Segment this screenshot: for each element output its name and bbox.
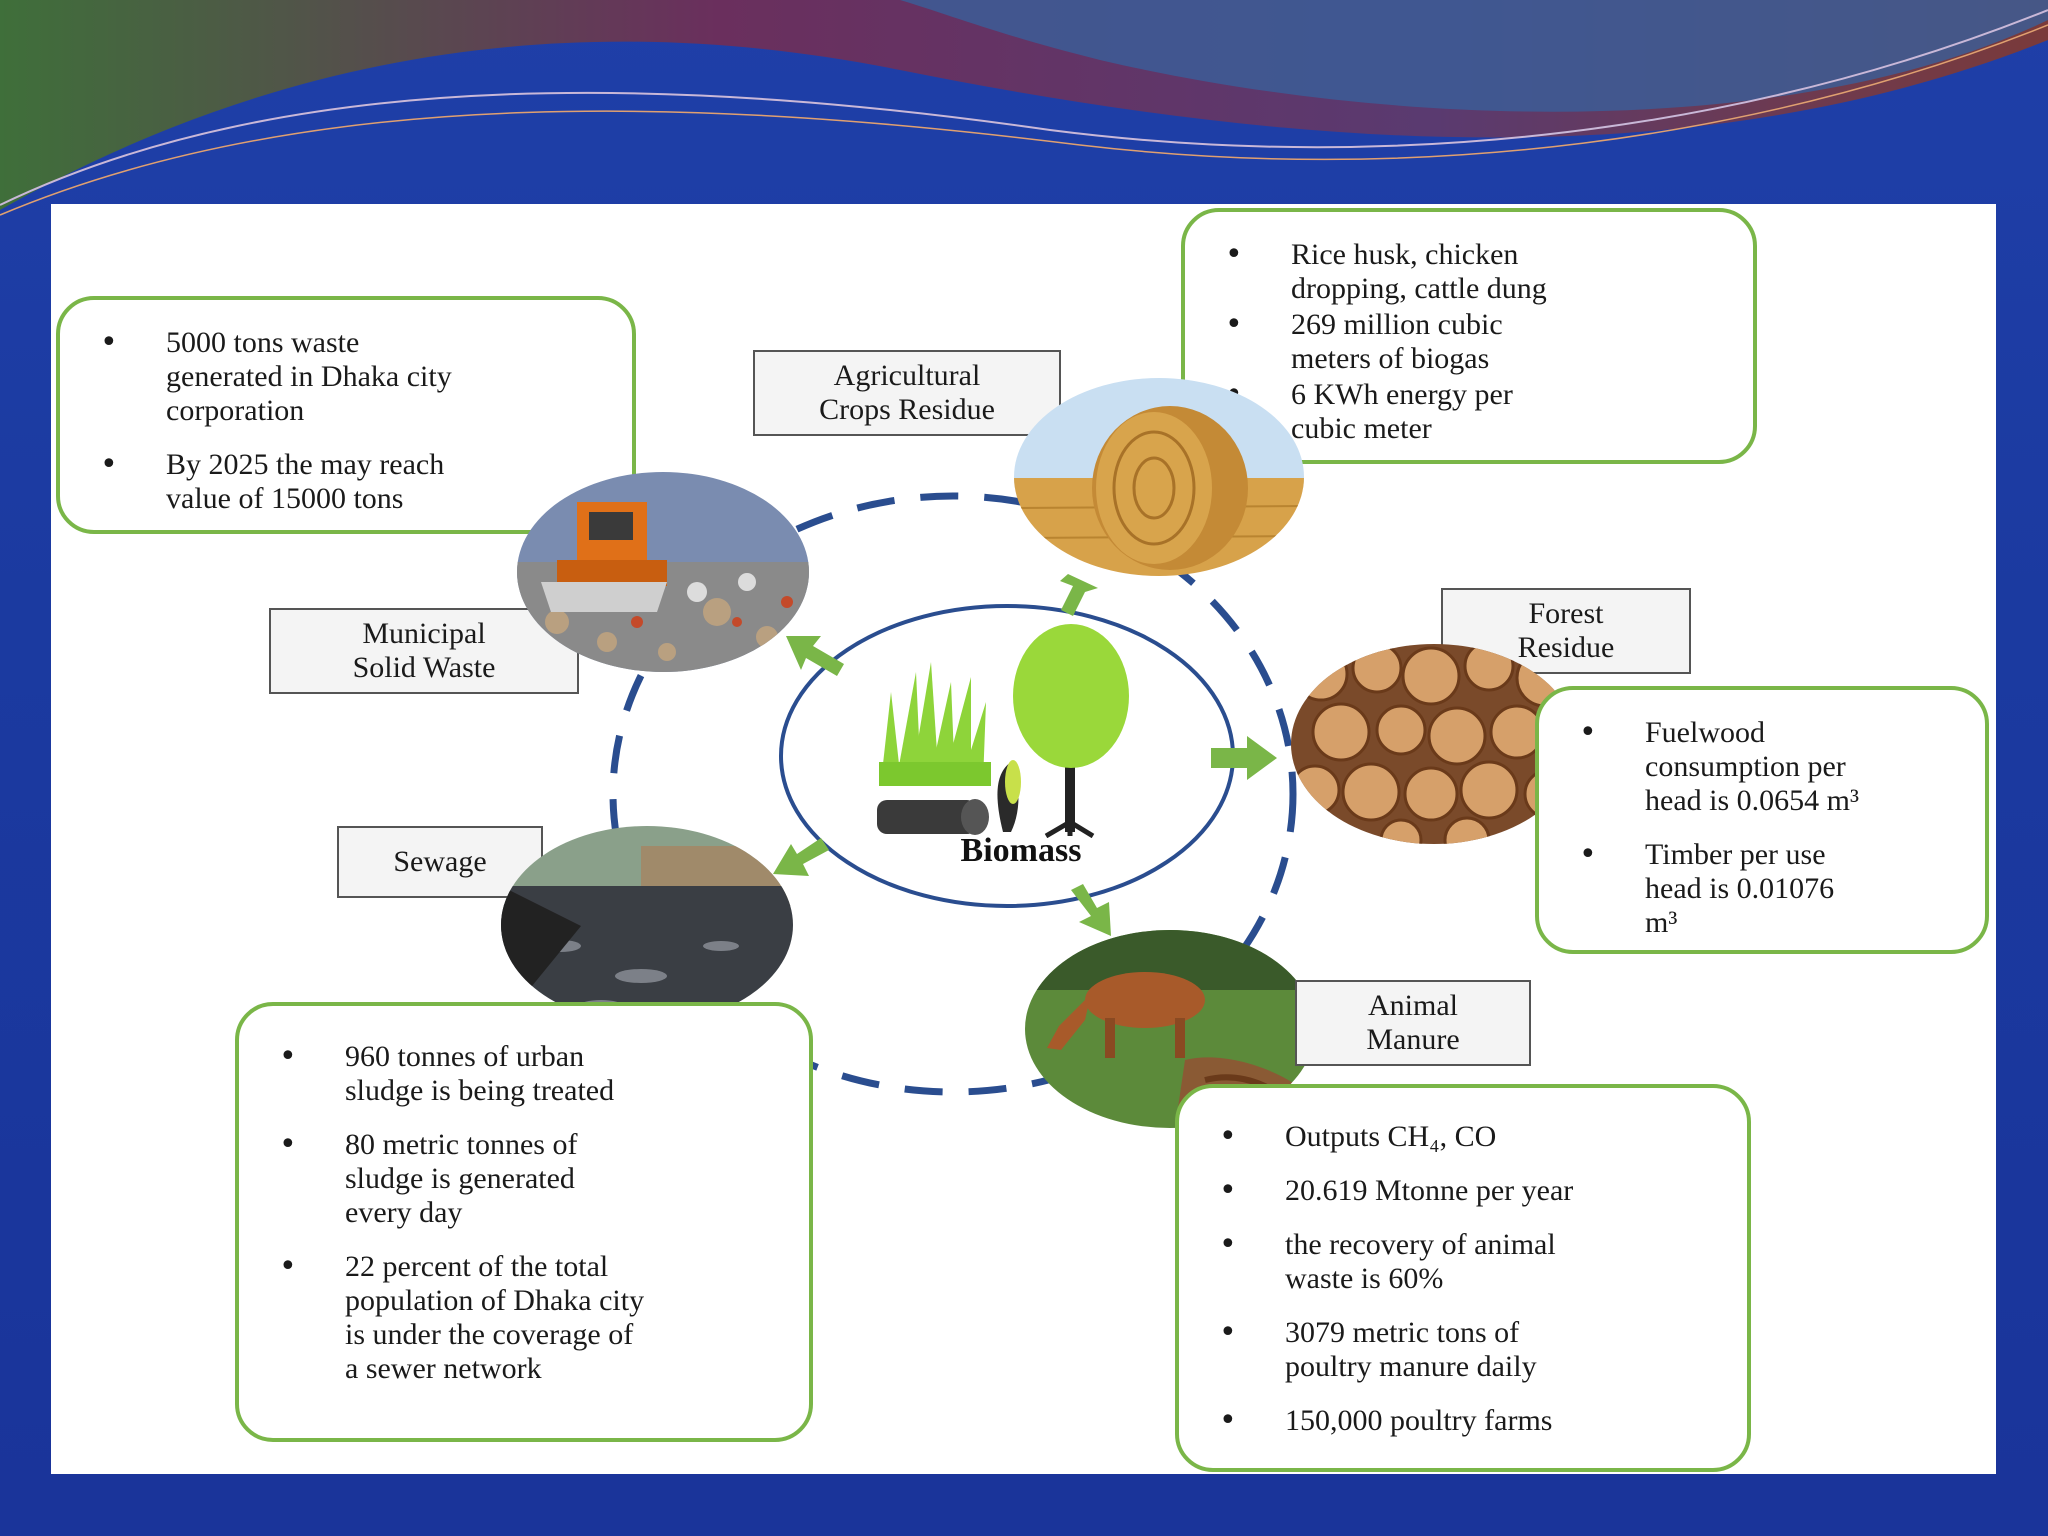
hay-bale-icon: [1014, 378, 1304, 576]
arrow-to-forest: [1211, 736, 1277, 780]
info-box-animal-manure: Outputs CH₄, CO 20.619 Mtonne per year t…: [1175, 1084, 1751, 1472]
info-box-municipal-solid-waste: 5000 tons waste generated in Dhaka city …: [56, 296, 636, 534]
list-item: 22 percent of the total population of Dh…: [239, 1250, 809, 1386]
background-wave: [0, 0, 2048, 216]
list-item: 150,000 poultry farms: [1179, 1404, 1747, 1438]
list-item: Rice husk, chicken dropping, cattle dung: [1185, 238, 1753, 306]
list-item: 269 million cubic meters of biogas: [1185, 308, 1753, 376]
list-item: 6 KWh energy per cubic meter: [1185, 378, 1753, 446]
sewage-canal-icon: [501, 826, 793, 1024]
list-item: Timber per use head is 0.01076 m³: [1539, 838, 1985, 940]
arrow-to-agricultural: [1060, 574, 1098, 616]
list-item: By 2025 the may reach value of 15000 ton…: [60, 448, 632, 516]
arrow-to-animal-manure: [1071, 884, 1111, 936]
label-municipal-solid-waste: Municipal Solid Waste: [269, 608, 579, 694]
list-item: Outputs CH₄, CO: [1179, 1120, 1747, 1154]
info-box-forest-residue: Fuelwood consumption per head is 0.0654 …: [1535, 686, 1989, 954]
list-item: 960 tonnes of urban sludge is being trea…: [239, 1040, 809, 1108]
list-item: the recovery of animal waste is 60%: [1179, 1228, 1747, 1296]
list-item: 5000 tons waste generated in Dhaka city …: [60, 326, 632, 428]
list-item: 3079 metric tons of poultry manure daily: [1179, 1316, 1747, 1384]
grass-tree-log-icon: [877, 624, 1129, 838]
label-agricultural-crops-residue: Agricultural Crops Residue: [753, 350, 1061, 436]
landfill-bulldozer-icon: [517, 472, 809, 672]
list-item: Fuelwood consumption per head is 0.0654 …: [1539, 716, 1985, 818]
list-item: 20.619 Mtonne per year: [1179, 1174, 1747, 1208]
label-animal-manure: Animal Manure: [1295, 980, 1531, 1066]
arrow-to-municipal: [786, 636, 844, 676]
list-item: 80 metric tonnes of sludge is generated …: [239, 1128, 809, 1230]
diagram-panel: Biomass 5000 tons waste generated in Dha…: [51, 204, 1996, 1474]
arrow-to-sewage: [773, 838, 829, 876]
info-box-sewage: 960 tonnes of urban sludge is being trea…: [235, 1002, 813, 1442]
center-label: Biomass: [960, 832, 1082, 869]
